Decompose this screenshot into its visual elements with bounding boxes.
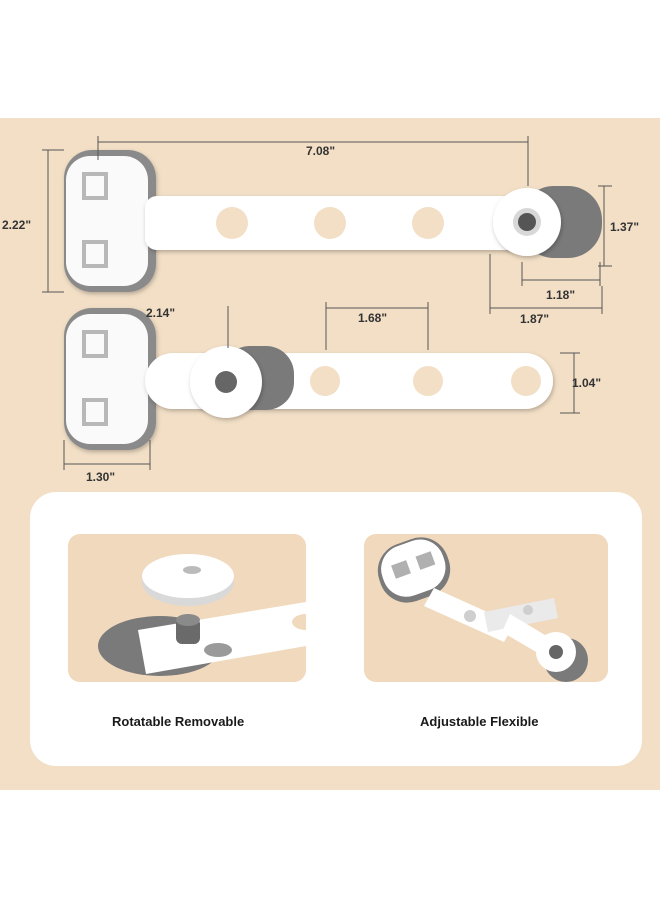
top-lock xyxy=(64,150,602,292)
top-lock-upper-buckle xyxy=(82,172,108,200)
stud-socket xyxy=(204,643,232,657)
dim-hole-spacing: 1.68" xyxy=(358,311,388,325)
strap-hole xyxy=(292,614,306,630)
dim-base-to-knob: 2.14" xyxy=(146,306,176,320)
feature-photo-rotatable xyxy=(68,534,306,682)
bottom-lock-knob-center xyxy=(215,371,237,393)
top-lock-base-cover xyxy=(66,156,148,286)
dim-overall-length: 7.08" xyxy=(306,144,336,158)
dim-base-width: 1.30" xyxy=(86,470,116,484)
dim-knob-width: 1.18" xyxy=(546,288,576,302)
top-lock-knob-center xyxy=(518,213,536,231)
top-lock-hole xyxy=(412,207,444,239)
caption-adjustable-flexible: Adjustable Flexible xyxy=(420,714,539,729)
bottom-lock xyxy=(64,308,553,450)
bottom-lock-upper-buckle xyxy=(82,330,108,358)
knob-center xyxy=(549,645,563,659)
knob-cap xyxy=(142,554,234,598)
dim-base-height: 2.22" xyxy=(2,218,32,232)
dimension-lines xyxy=(42,136,612,470)
strap-hole xyxy=(464,610,476,622)
top-lock-lower-buckle xyxy=(82,240,108,268)
bottom-lock-hole xyxy=(511,366,541,396)
dim-knob-offset: 1.87" xyxy=(520,312,550,326)
base-buckle xyxy=(391,560,411,579)
caption-rotatable-removable: Rotatable Removable xyxy=(112,714,245,729)
feature-photo-adjustable xyxy=(364,534,608,682)
feature-card: Rotatable Removable Adjustable Flexible xyxy=(30,492,642,766)
white-strap xyxy=(138,602,306,674)
strap-segment xyxy=(484,598,558,632)
bottom-lock-base-cover xyxy=(66,314,148,444)
dim-strap-width: 1.04" xyxy=(572,376,602,390)
lock-diagram xyxy=(42,136,612,470)
strap-hole xyxy=(523,605,533,615)
dim-knob-height: 1.37" xyxy=(610,220,640,234)
bottom-lock-hole xyxy=(413,366,443,396)
top-lock-hole xyxy=(216,207,248,239)
bottom-lock-hole xyxy=(310,366,340,396)
knob-cap-hole xyxy=(183,566,201,574)
stud-top xyxy=(176,614,200,626)
top-lock-hole xyxy=(314,207,346,239)
bottom-lock-lower-buckle xyxy=(82,398,108,426)
base-buckle xyxy=(415,551,436,570)
